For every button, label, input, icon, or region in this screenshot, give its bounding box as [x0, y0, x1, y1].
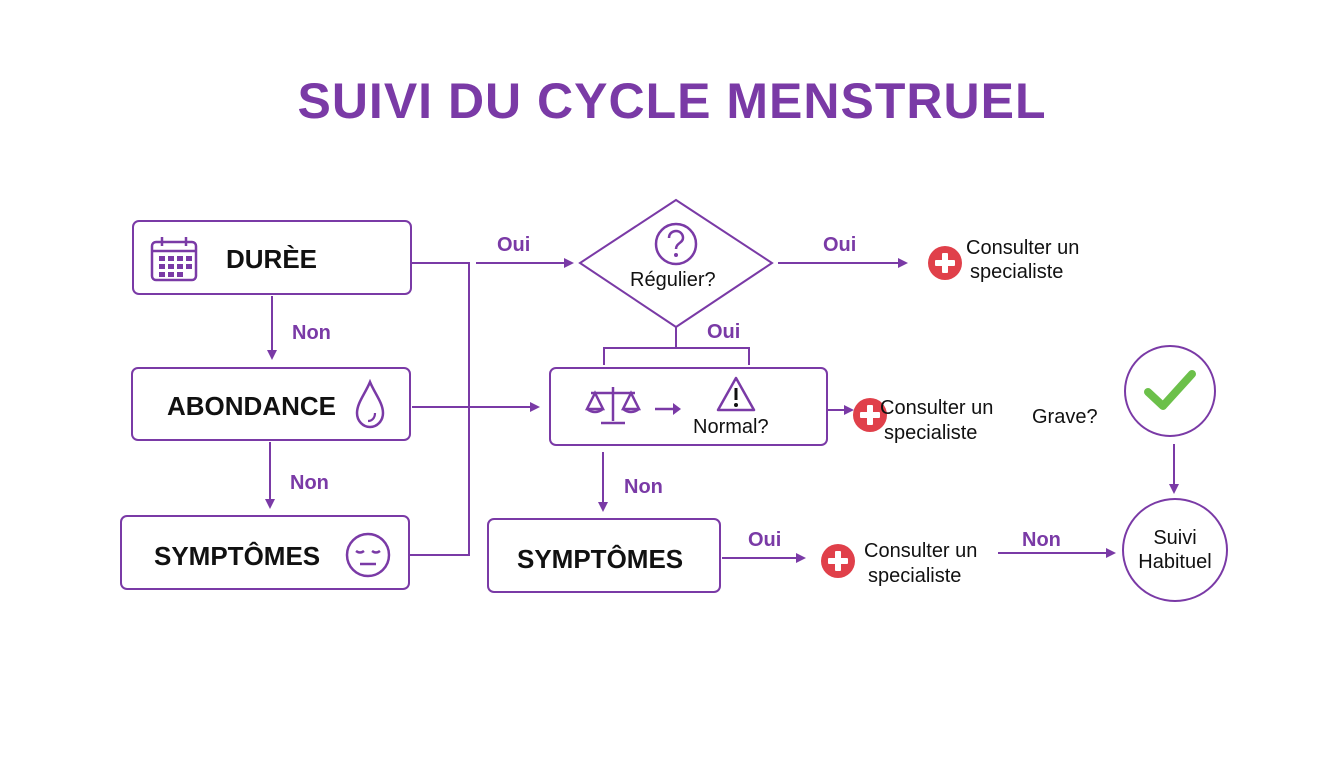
symptomes-mid-label: SYMPTÔMES — [517, 544, 684, 574]
symptomes-left-node: SYMPTÔMES — [120, 515, 410, 590]
consult-2-line1: Consulter un — [880, 397, 994, 419]
grave-label: Grave? — [1032, 406, 1098, 428]
medical-cross-icon — [928, 246, 962, 280]
abondance-node: ABONDANCE — [131, 367, 411, 441]
edge-label-regulier-normal: Oui — [707, 321, 741, 343]
question-icon — [654, 222, 698, 271]
symptomes-left-label: SYMPTÔMES — [154, 541, 321, 571]
sad-face-icon — [344, 531, 392, 584]
edge-label-to-regulier: Oui — [497, 234, 531, 256]
suivi-line1: Suivi — [1153, 527, 1197, 549]
symptomes-mid-node: SYMPTÔMES — [487, 518, 721, 593]
bracket-regulier-normal — [603, 347, 750, 365]
abondance-label: ABONDANCE — [167, 391, 336, 421]
duree-node: DURÈE — [132, 220, 412, 295]
consult-2-line2: specialiste — [884, 422, 978, 444]
consult-3-line2: specialiste — [868, 565, 962, 587]
checkmark-icon — [1144, 370, 1196, 410]
warning-icon — [715, 375, 757, 418]
page-title: SUIVI DU CYCLE MENSTRUEL — [297, 73, 1047, 129]
scale-icon — [584, 383, 642, 432]
medical-cross-icon — [853, 398, 887, 432]
consult-3-line1: Consulter un — [864, 540, 978, 562]
edge-label-duree-abondance: Non — [292, 322, 331, 344]
edge-label-abondance-symptomes: Non — [290, 472, 329, 494]
check-circle — [1124, 345, 1216, 437]
drop-icon — [353, 378, 387, 436]
edge-label-consult-suivi: Non — [1022, 529, 1061, 551]
consult-1-line1: Consulter un — [966, 237, 1080, 259]
edge-label-regulier-consult: Oui — [823, 234, 857, 256]
medical-cross-icon — [821, 544, 855, 578]
edge-label-normal-symptomes: Non — [624, 476, 663, 498]
scale-arrow — [655, 403, 681, 415]
calendar-icon — [150, 236, 198, 287]
edge-label-symptomes-consult: Oui — [748, 529, 782, 551]
regulier-label: Régulier? — [630, 269, 716, 291]
consult-1-line2: specialiste — [970, 261, 1064, 283]
normal-node: Normal? — [549, 367, 828, 446]
duree-label: DURÈE — [226, 244, 318, 274]
suivi-line2: Habituel — [1138, 551, 1212, 573]
suivi-circle: Suivi Habituel — [1122, 498, 1228, 602]
normal-label: Normal? — [693, 416, 769, 438]
collector-line — [410, 262, 470, 556]
